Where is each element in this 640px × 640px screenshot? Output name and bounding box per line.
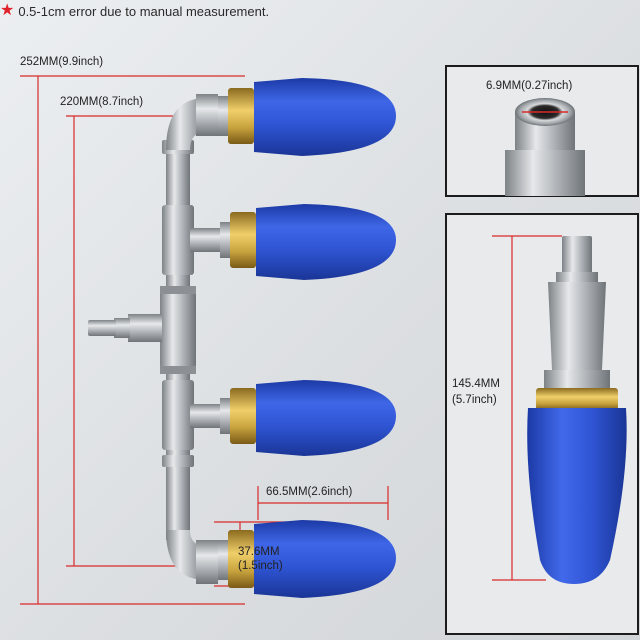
nozzle-3 [220,380,396,456]
nozzle-width-label-line1: 37.6MM [238,546,280,558]
single-height-label-line2: (5.7inch) [452,394,497,406]
connector-diameter-label: 6.9MM(0.27inch) [486,80,573,92]
nozzle-group [218,78,396,598]
single-nozzle [492,235,627,584]
measurement-note-text: 0.5-1cm error due to manual measurement. [18,3,270,19]
manifold-assembly [88,94,220,584]
nozzle-4 [218,520,396,598]
measurement-note: ★ 0.5-1cm error due to manual measuremen… [0,0,269,22]
inner-height-label: 220MM(8.7inch) [60,96,144,108]
star-icon: ★ [0,2,15,19]
single-height-label-line1: 145.4MM [452,378,500,390]
nozzle-width-label-line2: (1.5inch) [238,560,283,572]
nozzle-length-label: 66.5MM(2.6inch) [266,486,353,498]
nozzle-1 [218,78,396,156]
quick-connector-closeup [505,98,585,196]
total-height-label: 252MM(9.9inch) [20,56,104,68]
nozzle-2 [220,204,396,280]
